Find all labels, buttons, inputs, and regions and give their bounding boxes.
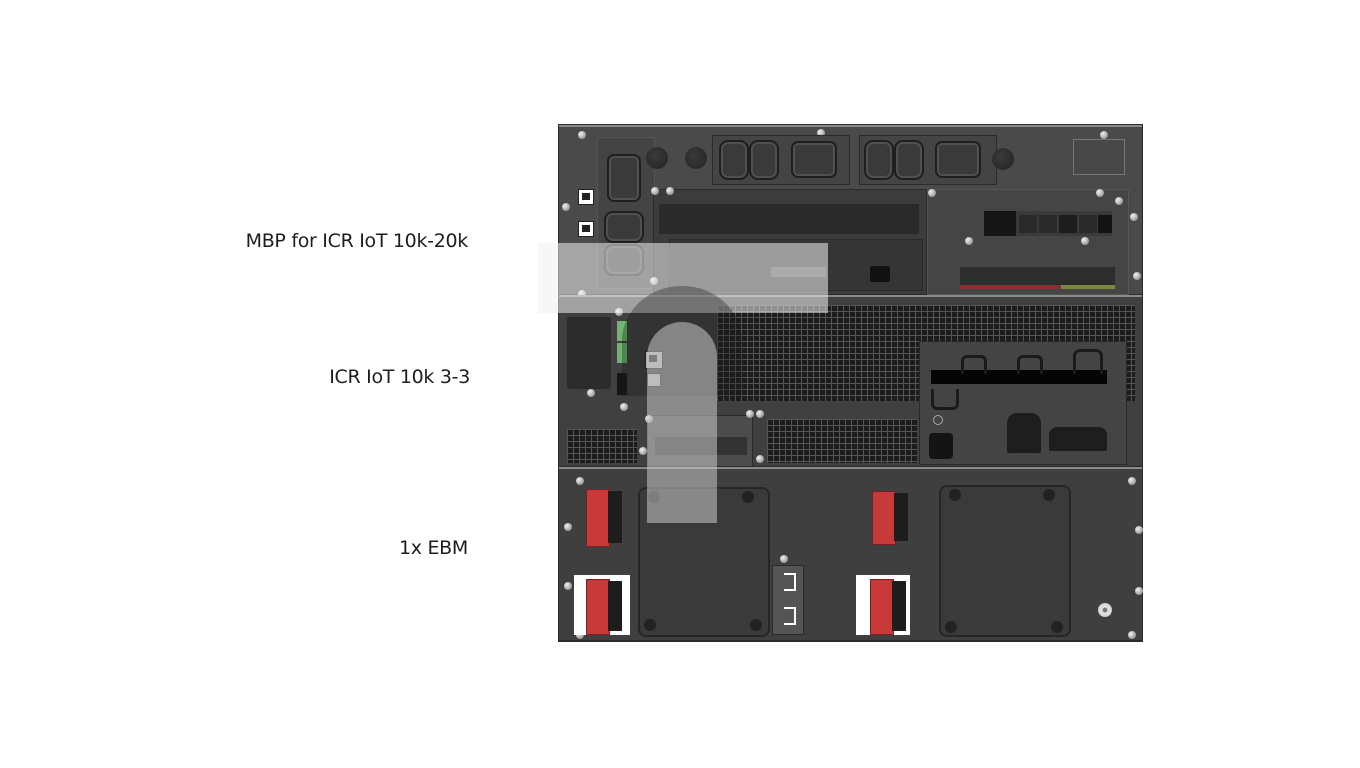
- ebm-detect-port-icon: [784, 607, 796, 625]
- output-connector-icon: [1007, 413, 1041, 453]
- ebm-unit: [559, 467, 1143, 641]
- screw: [746, 410, 754, 418]
- cover-bolt-icon: [742, 491, 754, 503]
- screw: [817, 129, 825, 137]
- green-terminal-connector: [617, 321, 627, 341]
- cover-bolt-icon: [1043, 489, 1055, 501]
- screw: [1135, 587, 1143, 595]
- left-module: [567, 317, 611, 389]
- screw: [1100, 131, 1108, 139]
- breaker-knob-icon: [685, 147, 707, 169]
- output-terminal-red-band: [960, 285, 1061, 289]
- input-terminal-slot: [1019, 215, 1037, 233]
- battery-connector-red: [586, 579, 610, 635]
- output-connector-icon: [931, 389, 959, 410]
- green-terminal-connector: [617, 343, 627, 363]
- c13-outlet-icon: [604, 211, 644, 243]
- screw: [965, 237, 973, 245]
- input-connector-icon: [1073, 349, 1103, 374]
- battery-connector-red: [870, 579, 894, 635]
- cover-bolt-icon: [750, 619, 762, 631]
- input-terminal-slot: [1098, 215, 1112, 233]
- screw: [564, 582, 572, 590]
- ebm-detect-port-icon: [784, 573, 796, 591]
- watermark-bar: [538, 243, 828, 313]
- input-terminal-slot: [1039, 215, 1057, 233]
- c13-outlet-icon: [749, 140, 779, 180]
- watermark-stem: [647, 322, 717, 523]
- mbp-legend-box: [1073, 139, 1125, 175]
- screw: [587, 389, 595, 397]
- c19-outlet-icon: [935, 141, 981, 178]
- output-terminal-green-band: [1061, 285, 1115, 289]
- label-icr-ups: ICR IoT 10k 3-3: [329, 366, 470, 388]
- ventilation-grille: [567, 429, 637, 463]
- screw: [928, 189, 936, 197]
- screw: [756, 455, 764, 463]
- breaker-knob-icon: [646, 147, 668, 169]
- c19-outlet-icon: [607, 154, 641, 202]
- bypass-switch-band: [659, 204, 919, 234]
- battery-connector-black: [892, 581, 906, 631]
- c13-outlet-icon: [864, 140, 894, 180]
- ups-unit: [559, 295, 1142, 467]
- screw: [666, 187, 674, 195]
- screw: [576, 477, 584, 485]
- screw: [651, 187, 659, 195]
- cover-bolt-icon: [945, 621, 957, 633]
- label-mbp: MBP for ICR IoT 10k-20k: [245, 230, 469, 252]
- battery-connector-red: [586, 489, 610, 547]
- output-connector-icon: [1049, 427, 1107, 451]
- battery-connector-black: [608, 491, 622, 543]
- c13-outlet-icon: [894, 140, 924, 180]
- battery-connector-icon: [929, 433, 953, 459]
- screw: [562, 203, 570, 211]
- cover-bolt-icon: [644, 619, 656, 631]
- screw: [1115, 197, 1123, 205]
- c13-outlet-icon: [719, 140, 749, 180]
- output-terminal-strip: [960, 267, 1115, 289]
- battery-access-cover: [939, 485, 1071, 637]
- screw: [578, 131, 586, 139]
- battery-connector-black: [608, 581, 622, 631]
- screw: [1133, 272, 1141, 280]
- screw: [1128, 477, 1136, 485]
- screw: [576, 631, 584, 639]
- screw: [756, 410, 764, 418]
- breaker-knob-icon: [992, 148, 1014, 170]
- power-io-black-bar: [931, 370, 1107, 384]
- input-connector-icon: [961, 355, 987, 374]
- epo-terminal: [617, 373, 627, 395]
- c19-outlet-icon: [791, 141, 837, 178]
- battery-connector-red: [872, 491, 896, 545]
- screw: [1081, 237, 1089, 245]
- cover-bolt-icon: [1051, 621, 1063, 633]
- screw: [639, 447, 647, 455]
- screw: [1130, 213, 1138, 221]
- screw: [780, 555, 788, 563]
- ground-terminal-icon: [870, 266, 890, 282]
- screw: [1096, 189, 1104, 197]
- label-ebm: 1x EBM: [398, 537, 468, 559]
- input-connector-icon: [1017, 355, 1043, 374]
- screw: [1128, 631, 1136, 639]
- ground-symbol-icon: [933, 415, 943, 425]
- screw: [1135, 526, 1143, 534]
- ventilation-grille: [767, 419, 917, 463]
- screw: [564, 523, 572, 531]
- input-terminal-breaker: [984, 211, 1016, 236]
- rj45-port-icon: [578, 221, 594, 237]
- input-terminal-slot: [1059, 215, 1077, 233]
- input-terminal-slot: [1079, 215, 1097, 233]
- ground-stud-icon: [1098, 603, 1112, 617]
- screw: [620, 403, 628, 411]
- rj45-port-icon: [578, 189, 594, 205]
- cover-bolt-icon: [949, 489, 961, 501]
- battery-connector-black: [894, 493, 908, 541]
